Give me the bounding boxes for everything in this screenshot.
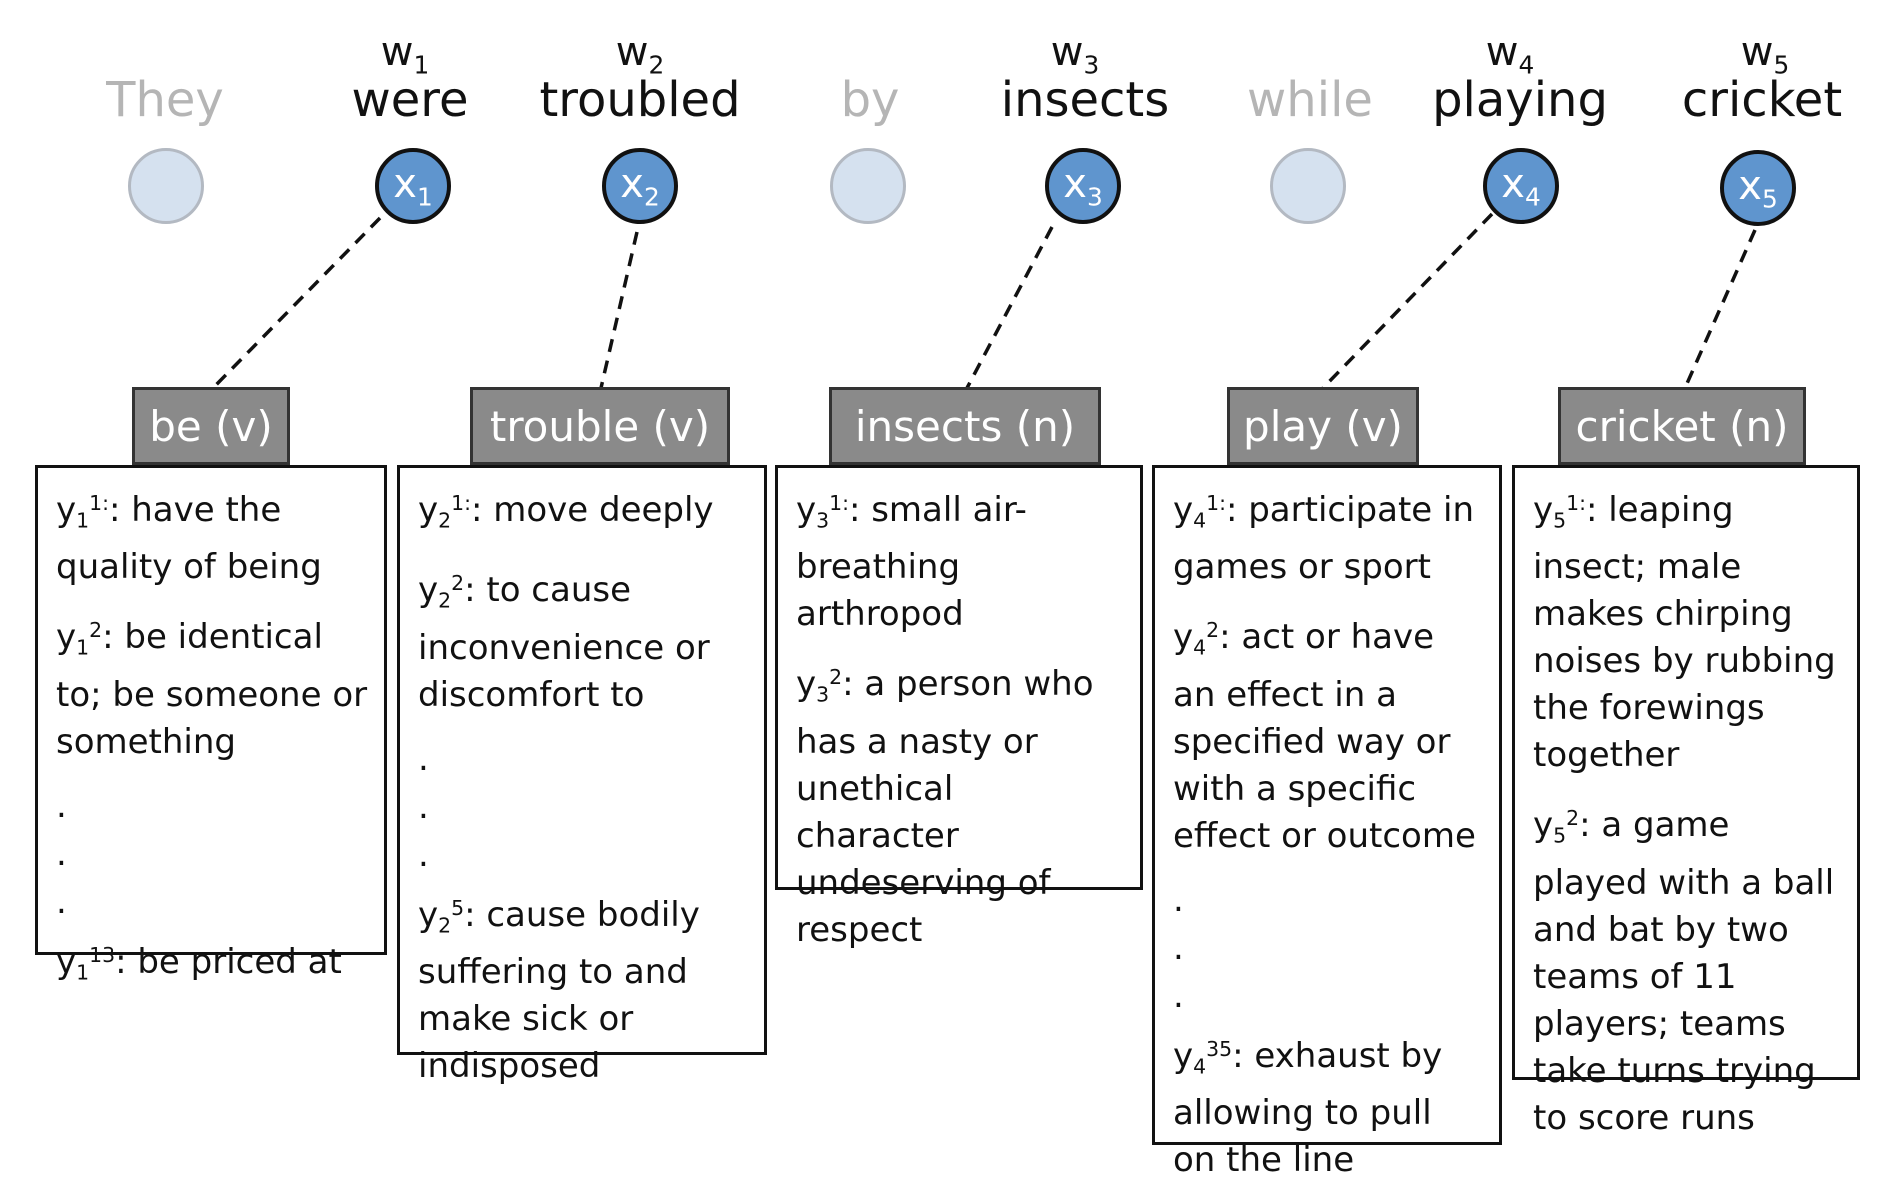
word-they: They <box>106 72 224 128</box>
sense-entry: y113: be priced at <box>56 941 342 984</box>
sense-header-insects: insects (n) <box>829 387 1101 465</box>
node-while <box>1270 148 1346 224</box>
w-label-2: w2 <box>615 29 665 80</box>
link-line-1 <box>211 216 382 390</box>
sense-box-play: y41:: participate in games or sport y42:… <box>1152 465 1502 1180</box>
link-lines <box>211 212 1757 390</box>
w-label-3: w3 <box>1050 29 1100 80</box>
word-were: were <box>351 72 469 128</box>
w-label-1: w1 <box>380 29 430 80</box>
sense-entry: y12: be identical to; be someone or some… <box>56 617 368 762</box>
sense-header-cricket: cricket (n) <box>1558 387 1806 465</box>
ellipsis-dots: ... <box>56 785 67 922</box>
sense-box-be: y11:: have the quality of being y12: be … <box>35 465 387 984</box>
wsd-diagram: w1 w2 w3 w4 w5 They were troubled by ins… <box>35 29 1860 1180</box>
w-label-4: w4 <box>1485 29 1535 80</box>
node-x2: x2 <box>602 148 678 224</box>
sense-entry: y41:: participate in games or sport <box>1173 490 1474 588</box>
sense-header-be: be (v) <box>132 387 290 465</box>
sense-entry: y42: act or have an effect in a specifie… <box>1173 617 1476 856</box>
sense-entry: y435: exhaust by allowing to pull on the… <box>1173 1035 1443 1180</box>
sense-box-insects: y31:: small air-breathing arthropod y32:… <box>775 465 1143 950</box>
sense-entry: y52: a game played with a ball and bat b… <box>1533 805 1835 1138</box>
w-label-5: w5 <box>1740 29 1790 80</box>
link-line-2 <box>599 231 639 389</box>
ellipsis-dots: ... <box>418 738 429 875</box>
link-line-4 <box>1321 212 1494 390</box>
sense-header-trouble: trouble (v) <box>470 387 730 465</box>
node-x5: x5 <box>1720 150 1796 226</box>
word-cricket: cricket <box>1681 72 1843 128</box>
node-by <box>830 148 906 224</box>
word-by: by <box>840 72 900 128</box>
sense-entry: y21:: move deeply <box>418 490 714 533</box>
sense-box-trouble: y21:: move deeply y22: to cause inconven… <box>397 465 767 1086</box>
ellipsis-dots: ... <box>1173 879 1184 1016</box>
node-x1: x1 <box>375 148 451 224</box>
sense-entry: y31:: small air-breathing arthropod <box>796 490 1027 635</box>
sense-header-play: play (v) <box>1227 387 1419 465</box>
sense-entry: y22: to cause inconvenience or discomfor… <box>418 570 710 715</box>
sense-entry: y32: a person who has a nasty or unethic… <box>796 664 1094 950</box>
sense-entry: y11:: have the quality of being <box>56 490 322 588</box>
link-line-3 <box>965 226 1054 389</box>
node-x3: x3 <box>1045 148 1121 224</box>
word-playing: playing <box>1432 72 1608 128</box>
sense-entry: y25: cause bodily suffering to and make … <box>418 894 700 1086</box>
node-they <box>128 148 204 224</box>
word-troubled: troubled <box>539 72 741 128</box>
sense-entry: y51:: leaping insect; male makes chirpin… <box>1533 490 1836 776</box>
link-line-5 <box>1683 229 1757 389</box>
word-while: while <box>1247 72 1373 128</box>
sense-box-cricket: y51:: leaping insect; male makes chirpin… <box>1512 465 1860 1138</box>
word-insects: insects <box>1000 72 1170 128</box>
node-x4: x4 <box>1483 148 1559 224</box>
